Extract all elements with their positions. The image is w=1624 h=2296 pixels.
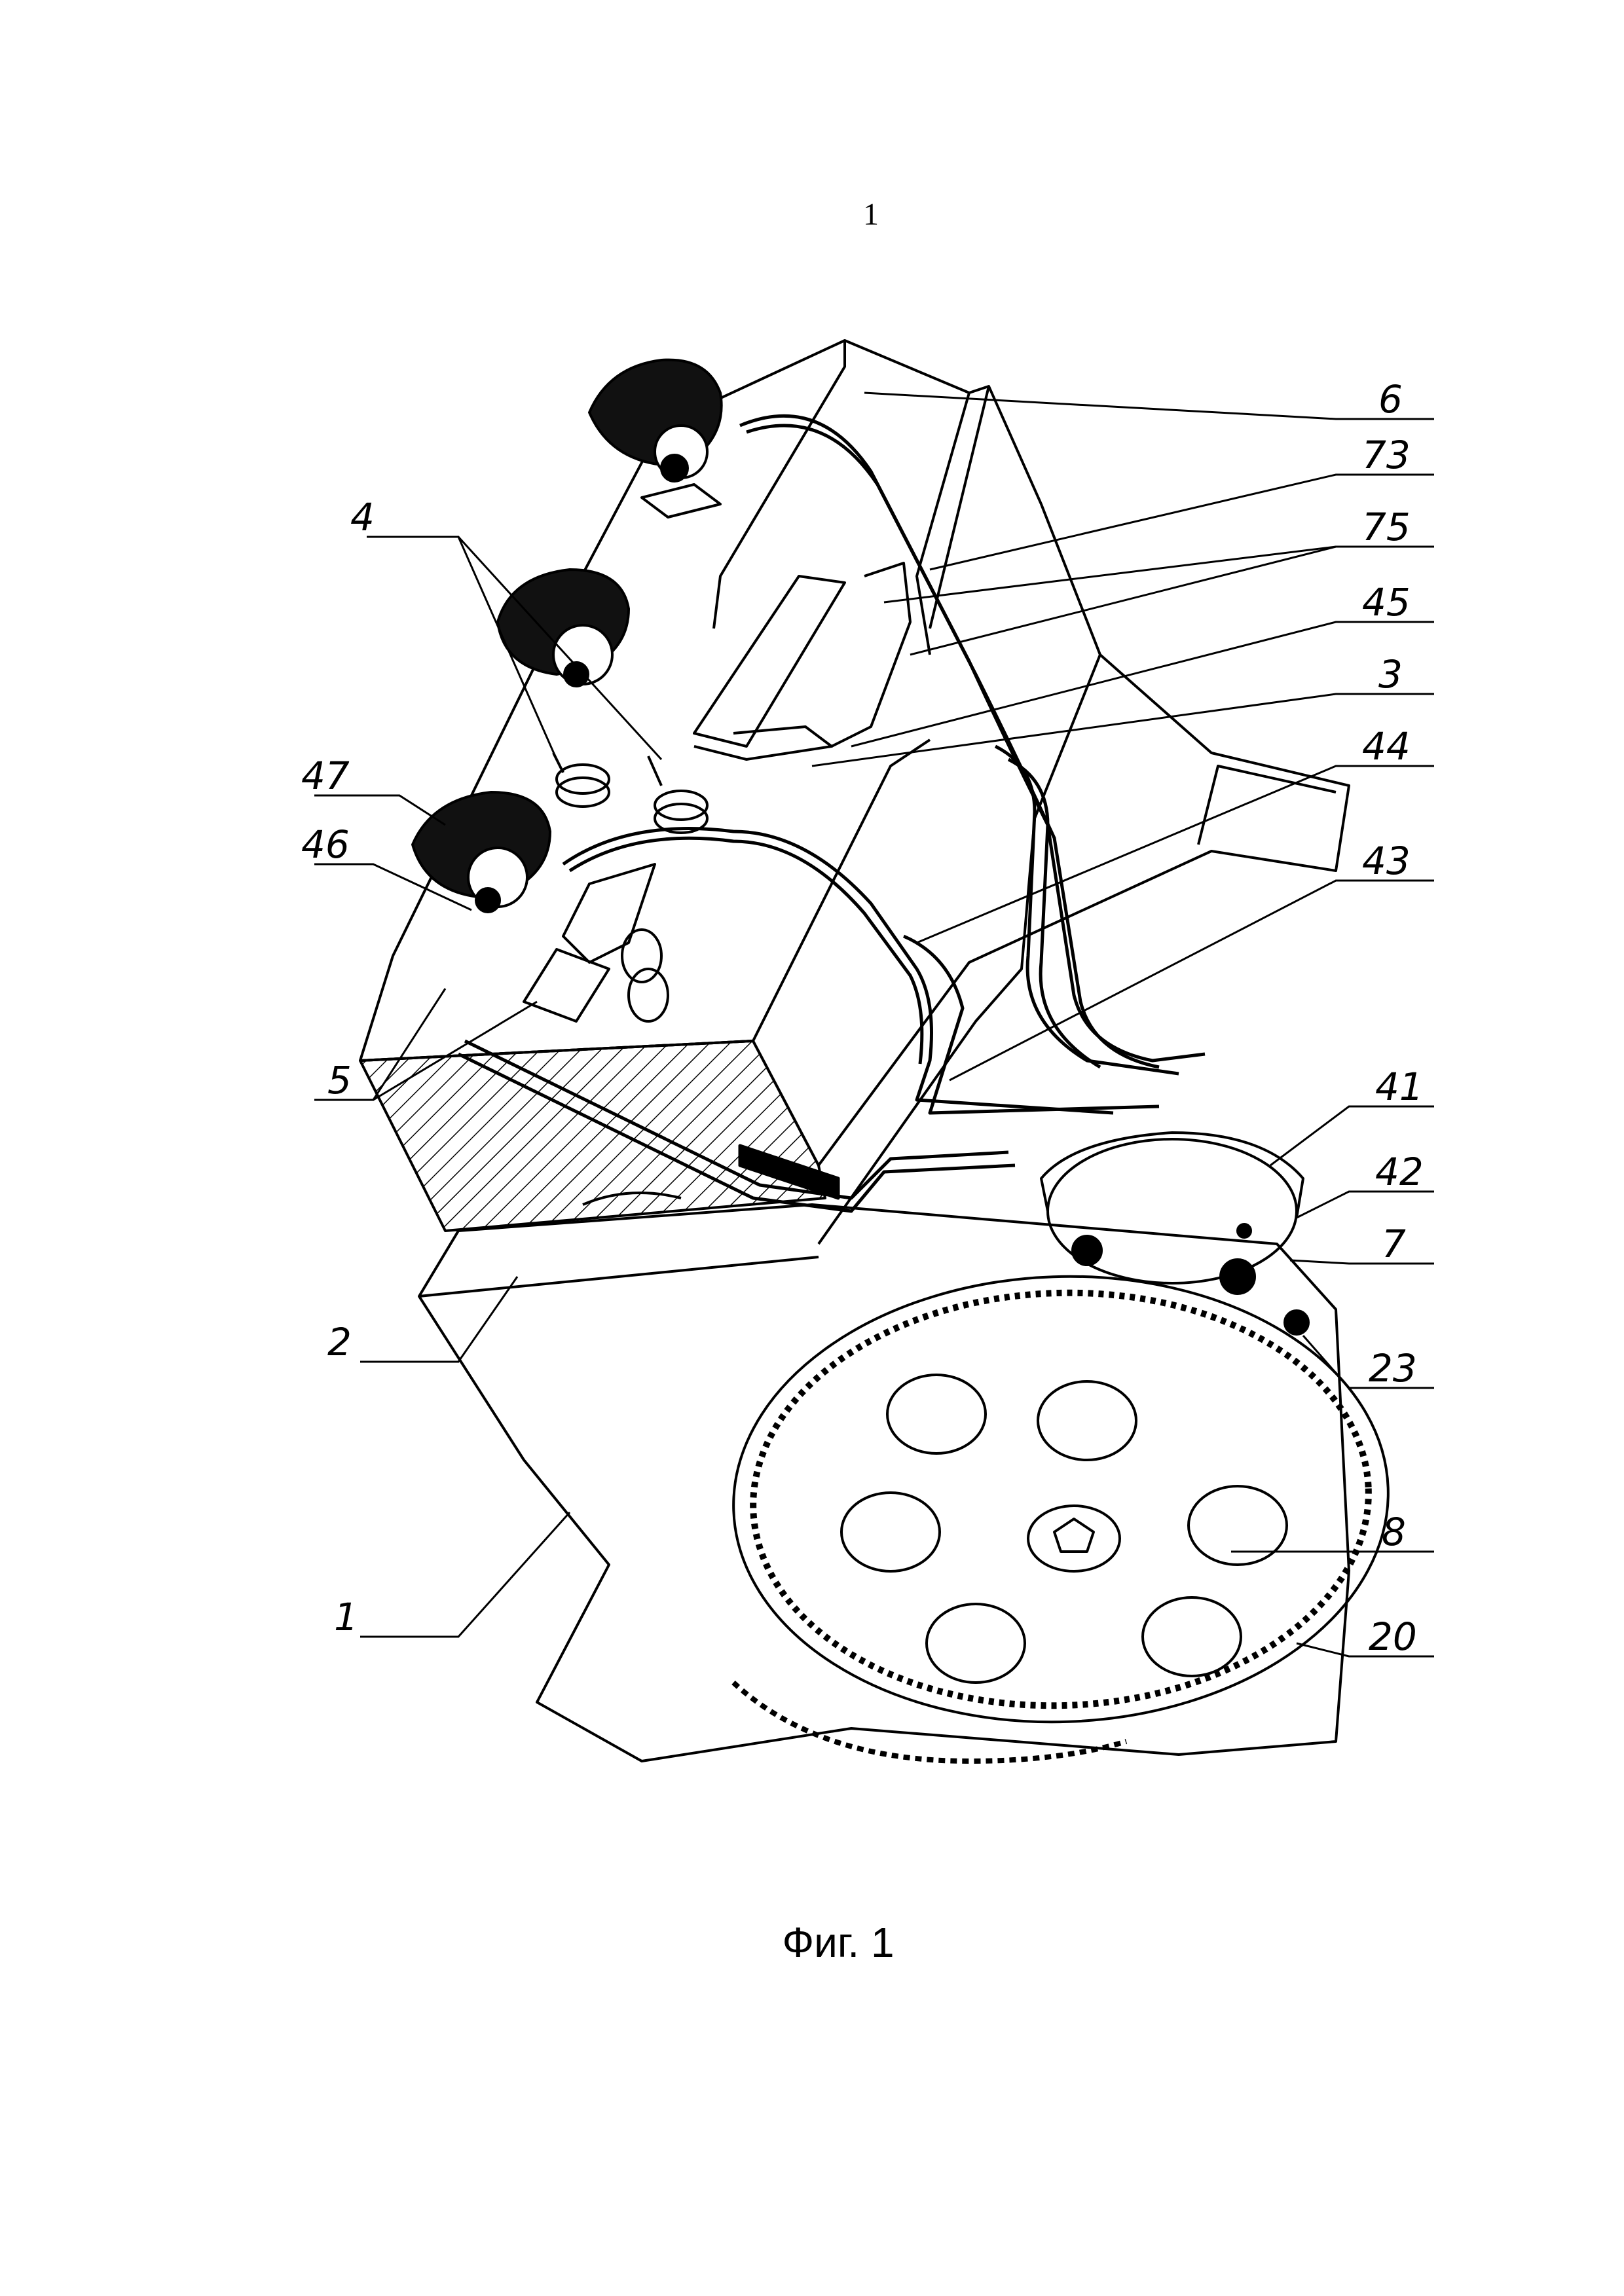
block-section <box>360 1041 825 1231</box>
callout-5: 5 <box>327 1058 352 1102</box>
injector-middle <box>498 570 707 833</box>
callout-labels: 6 73 75 45 3 44 43 41 42 7 23 8 20 1 2 5… <box>301 377 1424 1659</box>
callout-20: 20 <box>1369 1614 1417 1659</box>
callout-43: 43 <box>1362 839 1411 883</box>
callout-73: 73 <box>1362 433 1411 477</box>
callout-46: 46 <box>301 822 350 867</box>
callout-41: 41 <box>1375 1065 1424 1109</box>
callout-45: 45 <box>1362 580 1411 625</box>
injector-bottom <box>413 792 668 1021</box>
callout-1: 1 <box>334 1595 358 1639</box>
callout-7: 7 <box>1382 1222 1406 1266</box>
callout-8: 8 <box>1382 1510 1406 1554</box>
callout-44: 44 <box>1362 724 1411 769</box>
leader-lines <box>314 393 1434 1656</box>
callout-6: 6 <box>1378 377 1403 422</box>
injector-top <box>589 360 722 517</box>
callout-3: 3 <box>1378 652 1403 697</box>
gear-wheel <box>726 1266 1395 1761</box>
callout-42: 42 <box>1375 1150 1424 1194</box>
callout-47: 47 <box>301 754 350 798</box>
callout-4: 4 <box>350 495 375 539</box>
figure-caption: Фиг. 1 <box>747 1918 930 1967</box>
callout-23: 23 <box>1369 1346 1417 1391</box>
callout-75: 75 <box>1362 505 1411 549</box>
fuel-lines <box>458 416 1205 1211</box>
callout-2: 2 <box>327 1320 352 1364</box>
